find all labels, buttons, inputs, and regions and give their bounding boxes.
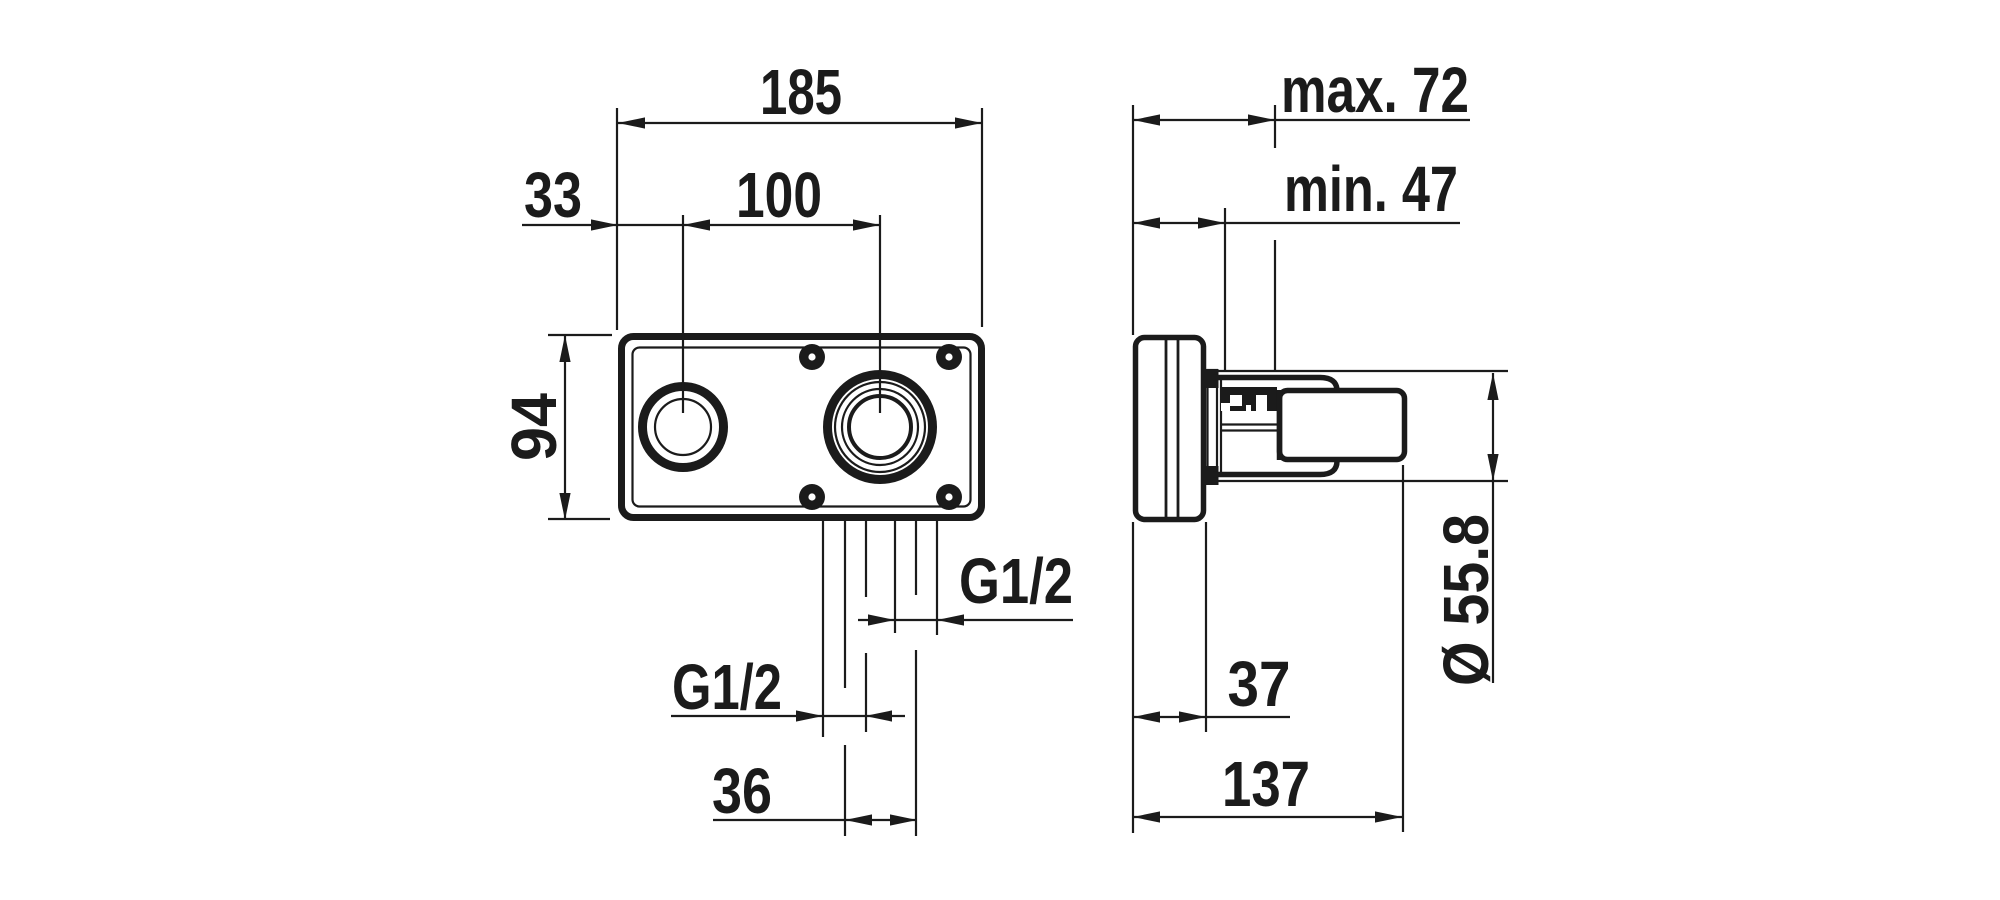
dim-label-body-height: 94 (498, 393, 570, 461)
side-extension-lines (1131, 105, 1405, 833)
dim-label-hole-center-distance: 100 (736, 159, 822, 231)
dim-label-left-hole-offset: 33 (524, 159, 582, 231)
dim-label-thread-right: G1/2 (959, 545, 1073, 617)
valve-cartridge (1276, 387, 1408, 463)
dim-label-sleeve-diameter: Ø 55.8 (1430, 514, 1502, 686)
dim-label-outlet-spacing: 36 (712, 755, 772, 827)
front-view: 185 33 100 94 G1/2 G1/2 36 (498, 56, 1073, 836)
dim-label-handle-depth: 37 (1228, 648, 1291, 720)
side-view: max. 72 min. 47 37 137 Ø 55.8 (1131, 54, 1508, 833)
body-outline (618, 333, 985, 521)
knurled-thread (1220, 387, 1277, 411)
dim-label-total-depth: 137 (1222, 748, 1310, 820)
side-dimension-lines (1133, 114, 1499, 823)
front-extension-lines (548, 108, 984, 836)
front-dimension-lines (522, 117, 1073, 826)
handle-knob (1132, 334, 1207, 523)
dim-label-min-depth: min. 47 (1284, 153, 1458, 225)
screw-holes (799, 344, 962, 510)
dim-label-thread-left: G1/2 (672, 651, 782, 723)
dim-label-body-width: 185 (760, 56, 842, 128)
body-inner-face-outline (631, 346, 972, 508)
mounting-plate (1205, 368, 1219, 485)
dim-label-max-depth: max. 72 (1281, 54, 1469, 126)
